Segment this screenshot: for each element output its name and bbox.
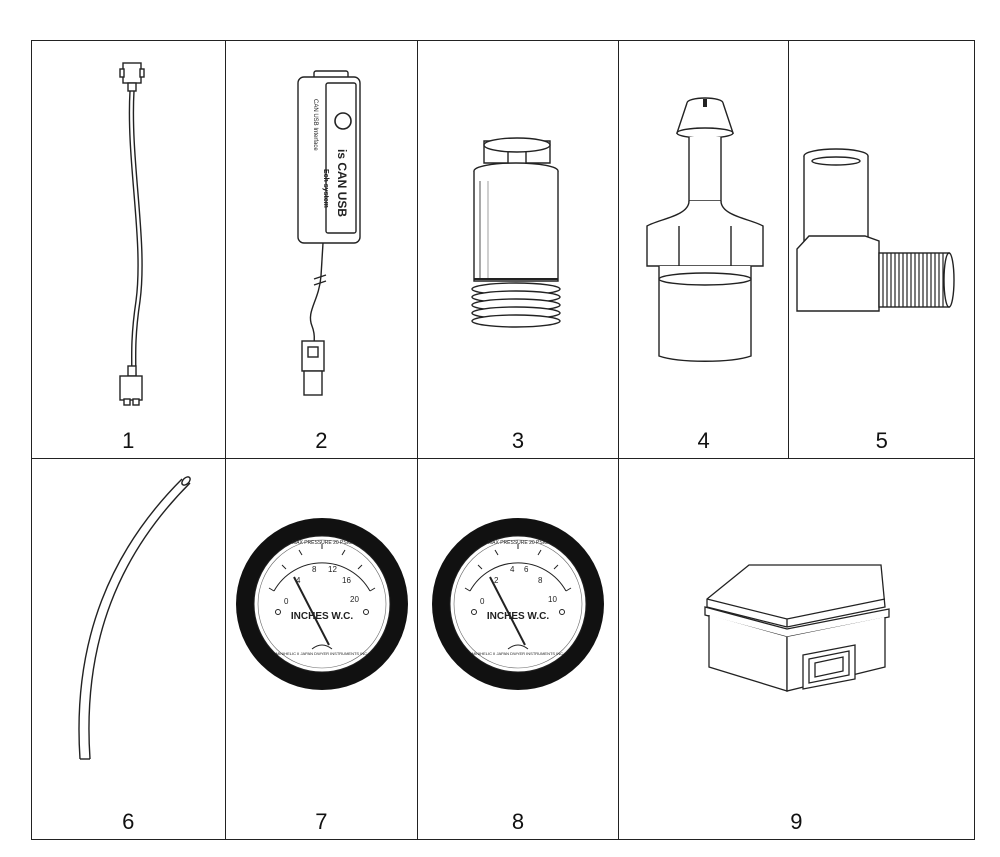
- gauge-tick-label: 4: [510, 565, 515, 574]
- parts-row-top: 1 is CAN USB: [32, 41, 974, 459]
- part-number: 2: [315, 428, 328, 453]
- pressure-gauge-icon: MAX PRESSURE 20 PSIG 0 4 8 12 16 20 INCH…: [235, 518, 408, 690]
- part-number: 3: [511, 428, 525, 453]
- gauge-tick-label: 16: [342, 576, 351, 585]
- gauge-tick-label: 8: [538, 576, 543, 585]
- gauge-tick-label: 0: [284, 597, 289, 606]
- part-cell-5: 5: [789, 41, 974, 458]
- gauge-tick-label: 6: [524, 565, 529, 574]
- part-number: 4: [697, 428, 710, 453]
- gauge-tick-label: 4: [296, 576, 301, 585]
- parts-row-bottom: 6 MAX PRESSURE 20 PSIG 0: [32, 459, 974, 839]
- part-number: 8: [511, 809, 525, 834]
- gauge-tick-label: 12: [328, 565, 337, 574]
- part-cell-9: 9: [619, 459, 974, 839]
- elbow-fitting-icon: [796, 148, 956, 312]
- gauge-top-text: MAX PRESSURE 20 PSIG: [292, 540, 352, 546]
- pressure-gauge-icon: MAX PRESSURE 20 PSIG 0 2 4 6 8 10 INCHES…: [432, 518, 605, 690]
- device-brand: Ech system: [322, 169, 329, 208]
- tubing-icon: [78, 476, 191, 760]
- gauge-tick-label: 2: [494, 576, 499, 585]
- gauge-bottom-text: MINIHELIC II JAPAN DWYER INSTRUMENTS INC…: [275, 651, 367, 656]
- box-icon: [704, 564, 890, 692]
- gauge-tick-label: 10: [548, 595, 557, 604]
- part-cell-3: 3: [418, 41, 619, 458]
- device-sublabel: CAN USB Interface: [312, 99, 318, 151]
- part-number: 9: [790, 809, 803, 834]
- gauge-tick-label: 20: [350, 595, 359, 604]
- gauge-tick-label: 0: [480, 597, 485, 606]
- part-cell-4: 4: [619, 41, 790, 458]
- part-cell-6: 6: [32, 459, 226, 839]
- parts-grid: 1 is CAN USB: [31, 40, 975, 840]
- gauge-unit-label: INCHES W.C.: [290, 611, 352, 622]
- gauge-unit-label: INCHES W.C.: [487, 611, 549, 622]
- usb-can-interface-icon: is CAN USB CAN USB Interface Ech system: [296, 70, 361, 396]
- part-number: 6: [122, 809, 135, 834]
- cable-harness-icon: [119, 62, 145, 406]
- part-cell-7: MAX PRESSURE 20 PSIG 0 4 8 12 16 20 INCH…: [226, 459, 419, 839]
- part-cell-8: MAX PRESSURE 20 PSIG 0 2 4 6 8 10 INCHES…: [418, 459, 619, 839]
- part-number: 1: [122, 428, 135, 453]
- threaded-sleeve-icon: [471, 137, 561, 328]
- part-number: 5: [875, 428, 888, 453]
- part-cell-1: 1: [32, 41, 226, 458]
- part-cell-2: is CAN USB CAN USB Interface Ech system …: [226, 41, 419, 458]
- gauge-bottom-text: MINIHELIC II JAPAN DWYER INSTRUMENTS INC…: [472, 651, 564, 656]
- part-number: 7: [315, 809, 328, 834]
- device-label: is CAN USB: [335, 149, 349, 217]
- gauge-tick-label: 8: [312, 565, 317, 574]
- gauge-top-text: MAX PRESSURE 20 PSIG: [488, 540, 548, 546]
- hose-barb-fitting-icon: [646, 97, 764, 362]
